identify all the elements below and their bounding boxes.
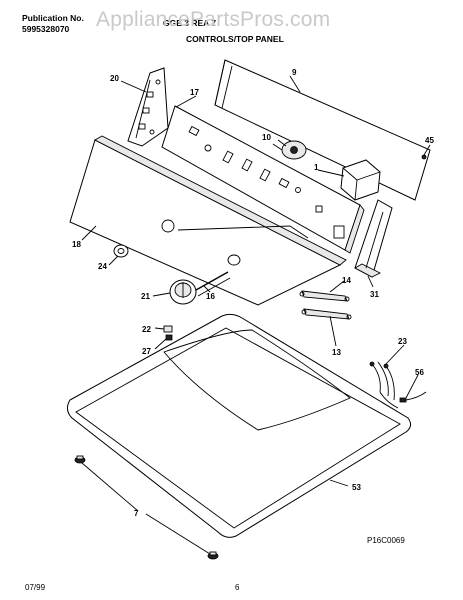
footer-page-number: 6 <box>235 583 240 592</box>
callout-45: 45 <box>425 136 434 145</box>
part-18-console <box>69 135 347 306</box>
part-14-strap <box>299 290 350 302</box>
part-31-side-bracket <box>354 199 393 278</box>
part-16-shaft <box>195 271 231 297</box>
callout-31: 31 <box>370 290 379 299</box>
callout-7: 7 <box>134 509 139 518</box>
part-1-module <box>340 159 381 201</box>
part-7-clip-left <box>74 455 86 464</box>
callout-numbers: 20 17 9 45 10 1 18 24 21 16 31 14 13 22 … <box>72 68 434 518</box>
publication-number: 5995328070 <box>22 24 70 34</box>
callout-20: 20 <box>110 74 119 83</box>
footer-date: 07/99 <box>25 583 46 592</box>
callout-23: 23 <box>398 337 407 346</box>
part-21-knob <box>169 279 197 305</box>
callout-1: 1 <box>314 163 319 172</box>
callout-17: 17 <box>190 88 199 97</box>
callout-18: 18 <box>72 240 81 249</box>
part-10-timer <box>272 140 307 160</box>
part-23-wire-harness <box>369 361 399 409</box>
callout-13: 13 <box>332 348 341 357</box>
part-53-top-panel <box>66 313 412 538</box>
part-56-connector <box>399 391 427 403</box>
part-17-control-panel <box>161 105 365 254</box>
part-9-rear-panel <box>214 59 431 201</box>
model-code: GGE 3 REA 7 <box>163 18 217 28</box>
callout-53: 53 <box>352 483 361 492</box>
callout-9: 9 <box>292 68 297 77</box>
part-45-screw <box>421 154 427 160</box>
callout-10: 10 <box>262 133 271 142</box>
callout-14: 14 <box>342 276 351 285</box>
callout-24: 24 <box>98 262 107 271</box>
figure-code: P16C0069 <box>367 536 405 545</box>
callout-56: 56 <box>415 368 424 377</box>
callout-21: 21 <box>141 292 150 301</box>
part-20-bracket <box>127 67 169 147</box>
part-7-clip-right <box>207 551 219 560</box>
leader-lines <box>81 75 431 555</box>
callout-22: 22 <box>142 325 151 334</box>
callout-16: 16 <box>206 292 215 301</box>
part-24-knob <box>113 244 129 258</box>
section-title: CONTROLS/TOP PANEL <box>186 34 284 44</box>
publication-label: Publication No. <box>22 13 84 23</box>
part-22-27-clip <box>163 325 173 341</box>
part-13-strap <box>301 308 352 320</box>
callout-27: 27 <box>142 347 151 356</box>
watermark: AppliancePartsPros.com <box>96 8 331 31</box>
